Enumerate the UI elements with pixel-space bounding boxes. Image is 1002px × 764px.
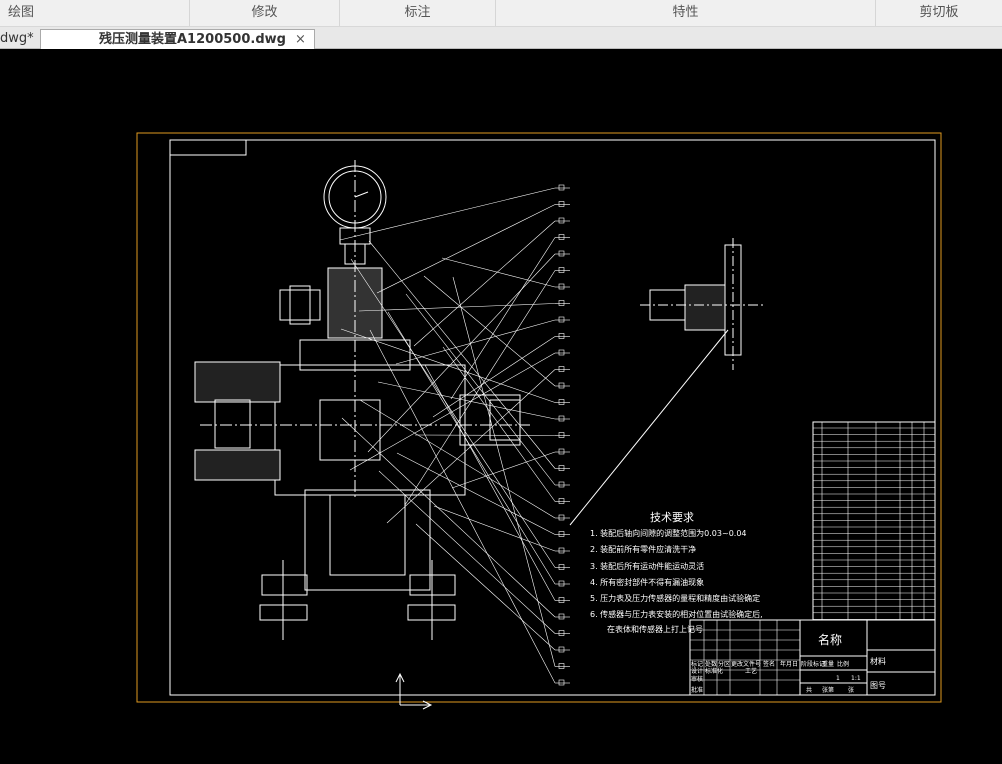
tb-stage: 比例 (837, 660, 849, 668)
part-balloon (558, 333, 565, 339)
tb-header: 年月日 (780, 660, 798, 668)
tb-header: 更改文件号 (731, 660, 761, 668)
tb-role: 工艺 (745, 667, 757, 675)
tab-previous-document[interactable]: dwg* (0, 31, 34, 46)
tech-req-item: 5. 压力表及压力传感器的量程和精度由试验确定 (590, 593, 760, 603)
tb-role: 设计 (691, 667, 703, 675)
part-balloon (558, 399, 565, 405)
ribbon-group-properties[interactable]: 特性 (496, 0, 876, 26)
frame-corner-box (169, 139, 247, 156)
part-balloon (558, 481, 565, 488)
ribbon-group-annotate[interactable]: 标注 (340, 0, 496, 26)
part-balloon (558, 316, 565, 323)
part-balloon (558, 531, 565, 537)
part-balloon (558, 646, 565, 653)
part-balloon (558, 234, 565, 240)
part-balloon (558, 465, 565, 471)
parts-list-table (812, 421, 936, 621)
tb-header: 分区 (718, 660, 730, 668)
leader-lines (339, 184, 570, 686)
part-balloon (558, 349, 565, 356)
part-balloon (558, 366, 565, 372)
part-balloon (558, 250, 565, 257)
tb-header: 标记 (691, 660, 703, 668)
part-balloon (558, 184, 565, 191)
tech-req-title: 技术要求 (650, 511, 694, 524)
part-balloon (558, 448, 565, 455)
ribbon-group-draw[interactable]: 绘图 (0, 0, 190, 26)
document-tabs: dwg* 残压测量装置A1200500.dwg × (0, 27, 1002, 49)
part-balloon (558, 580, 565, 587)
title-material: 材料 (870, 656, 886, 666)
tb-stage: 重量 (822, 660, 834, 668)
tab-active-document[interactable]: 残压测量装置A1200500.dwg × (40, 29, 315, 49)
tb-role: 批准 (691, 686, 703, 694)
drawing-canvas[interactable]: 技术要求 1. 装配后轴向间隙的调整范围为0.03~0.04 2. 装配前所有零… (0, 49, 1002, 760)
tech-req-list: 1. 装配后轴向间隙的调整范围为0.03~0.04 2. 装配前所有零件应清洗干… (590, 528, 763, 634)
tab-title: 残压测量装置A1200500.dwg (99, 32, 286, 47)
tech-req-item: 2. 装配前所有零件应清洗干净 (590, 544, 696, 554)
paper-boundary (136, 132, 942, 703)
ucs-icon (395, 672, 433, 710)
drawing-frame (169, 139, 936, 696)
tb-role: 标准化 (705, 667, 723, 675)
part-balloon (558, 663, 565, 669)
tech-req-item: 6. 传感器与压力表安装的相对位置由试验确定后, (590, 609, 763, 619)
part-balloon (558, 201, 565, 207)
part-balloon (558, 547, 565, 554)
ribbon-group-modify[interactable]: 修改 (190, 0, 340, 26)
part-balloon (558, 514, 565, 521)
part-balloon (558, 597, 565, 603)
part-balloon (558, 498, 565, 504)
part-balloon (558, 283, 565, 290)
tb-role: 审核 (691, 675, 703, 683)
ribbon-group-clipboard[interactable]: 剪切板 (919, 5, 959, 20)
tb-sheets: 张第 (822, 686, 834, 694)
part-balloon (558, 217, 565, 224)
tech-req-item: 4. 所有密封部件不得有漏油现象 (590, 577, 704, 587)
tech-req-item: 1. 装配后轴向间隙的调整范围为0.03~0.04 (590, 528, 747, 538)
part-balloon (558, 267, 565, 273)
part-balloon (558, 300, 565, 306)
part-balloon (558, 630, 565, 636)
tech-req-item: 在表体和传感器上打上记号 (607, 624, 703, 634)
ribbon-panel-bar: 绘图 修改 标注 特性 剪切板 (0, 0, 1002, 27)
part-balloon (558, 613, 565, 620)
part-balloon (558, 564, 565, 570)
tb-scale: 1:1 (851, 675, 861, 682)
part-balloon (558, 432, 565, 438)
part-balloon (558, 679, 565, 686)
main-assembly-view (194, 160, 530, 640)
part-balloon (558, 415, 565, 422)
title-drawing-no: 图号 (870, 681, 886, 690)
tech-req-item: 3. 装配后所有运动件能运动灵活 (590, 561, 704, 571)
detail-view (569, 238, 765, 526)
tb-sheets: 共 (806, 686, 812, 694)
tb-header: 签名 (763, 660, 775, 668)
tb-stage: 阶段标记 (801, 660, 825, 668)
part-balloon (558, 382, 565, 389)
tb-qty: 1 (836, 675, 840, 682)
tb-header: 处数 (705, 660, 717, 668)
tb-sheets: 张 (848, 686, 854, 694)
close-tab-icon[interactable]: × (295, 32, 306, 47)
title-block: 名称 材料 图号 标记 处数 分区 更改文件号 签名 年月日 设计 标准化 审核… (689, 619, 936, 696)
title-name: 名称 (818, 632, 842, 647)
